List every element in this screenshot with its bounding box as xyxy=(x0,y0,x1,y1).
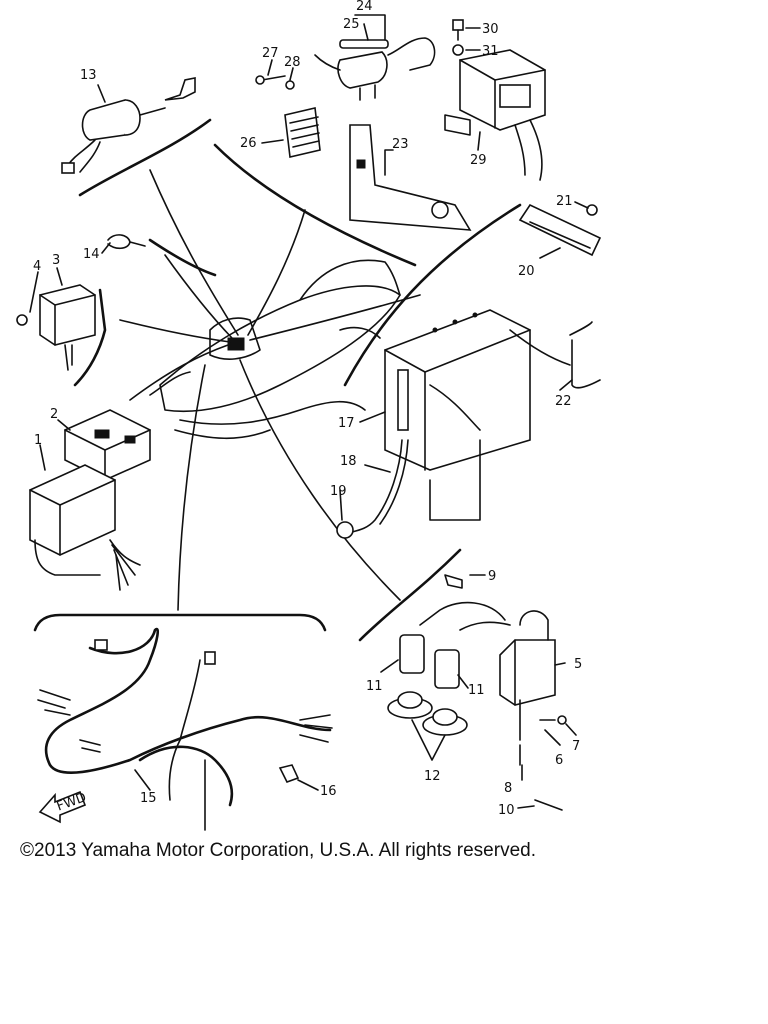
label-part-22: 22 xyxy=(555,394,572,409)
label-part-18: 18 xyxy=(340,454,357,469)
label-part-31: 31 xyxy=(482,44,499,59)
battery-strap xyxy=(518,203,602,257)
part-number-labels: 1 2 3 4 5 6 7 8 9 10 11 11 12 13 14 15 1… xyxy=(33,0,582,818)
leader-lines xyxy=(119,169,421,611)
label-part-25: 25 xyxy=(343,17,360,32)
copyright-notice: ©2013 Yamaha Motor Corporation, U.S.A. A… xyxy=(20,840,536,861)
label-part-15: 15 xyxy=(140,791,157,806)
battery xyxy=(336,309,601,539)
starter-solenoid xyxy=(314,37,436,101)
ignition-coil-group xyxy=(387,574,567,811)
label-part-10: 10 xyxy=(498,803,515,818)
label-part-30: 30 xyxy=(482,22,499,37)
label-part-21: 21 xyxy=(556,194,573,209)
key-switch xyxy=(61,77,196,174)
starter-relay xyxy=(444,19,546,181)
label-part-24: 24 xyxy=(356,0,373,14)
label-part-20: 20 xyxy=(518,264,535,279)
label-part-8: 8 xyxy=(504,781,512,796)
label-part-26: 26 xyxy=(240,136,257,151)
label-part-6: 6 xyxy=(555,753,563,768)
label-part-29: 29 xyxy=(470,153,487,168)
label-part-7: 7 xyxy=(572,739,580,754)
bolt-and-washer xyxy=(255,75,295,90)
label-part-4: 4 xyxy=(33,259,41,274)
snowmobile-body xyxy=(149,259,401,440)
label-part-9: 9 xyxy=(488,569,496,584)
label-part-23: 23 xyxy=(392,137,409,152)
label-part-28: 28 xyxy=(284,55,301,70)
label-part-3: 3 xyxy=(52,253,60,268)
label-leaders xyxy=(29,14,589,809)
mounting-bracket xyxy=(349,124,472,231)
label-part-12: 12 xyxy=(424,769,441,784)
label-part-11b: 11 xyxy=(468,683,485,698)
rectifier xyxy=(284,107,321,158)
wire-harness xyxy=(37,627,333,831)
label-part-14: 14 xyxy=(83,247,100,262)
label-part-17: 17 xyxy=(338,416,355,431)
label-part-19: 19 xyxy=(330,484,347,499)
wire-clip xyxy=(107,234,146,250)
label-part-16: 16 xyxy=(320,784,337,799)
label-part-11a: 11 xyxy=(366,679,383,694)
fwd-arrow: FWD xyxy=(38,790,88,824)
label-part-27: 27 xyxy=(262,46,279,61)
label-part-1: 1 xyxy=(34,433,42,448)
cdi-unit xyxy=(29,409,151,591)
label-part-13: 13 xyxy=(80,68,97,83)
label-part-5: 5 xyxy=(574,657,582,672)
relay-unit xyxy=(16,284,96,371)
label-part-2: 2 xyxy=(50,407,58,422)
callout-brackets xyxy=(33,118,522,642)
